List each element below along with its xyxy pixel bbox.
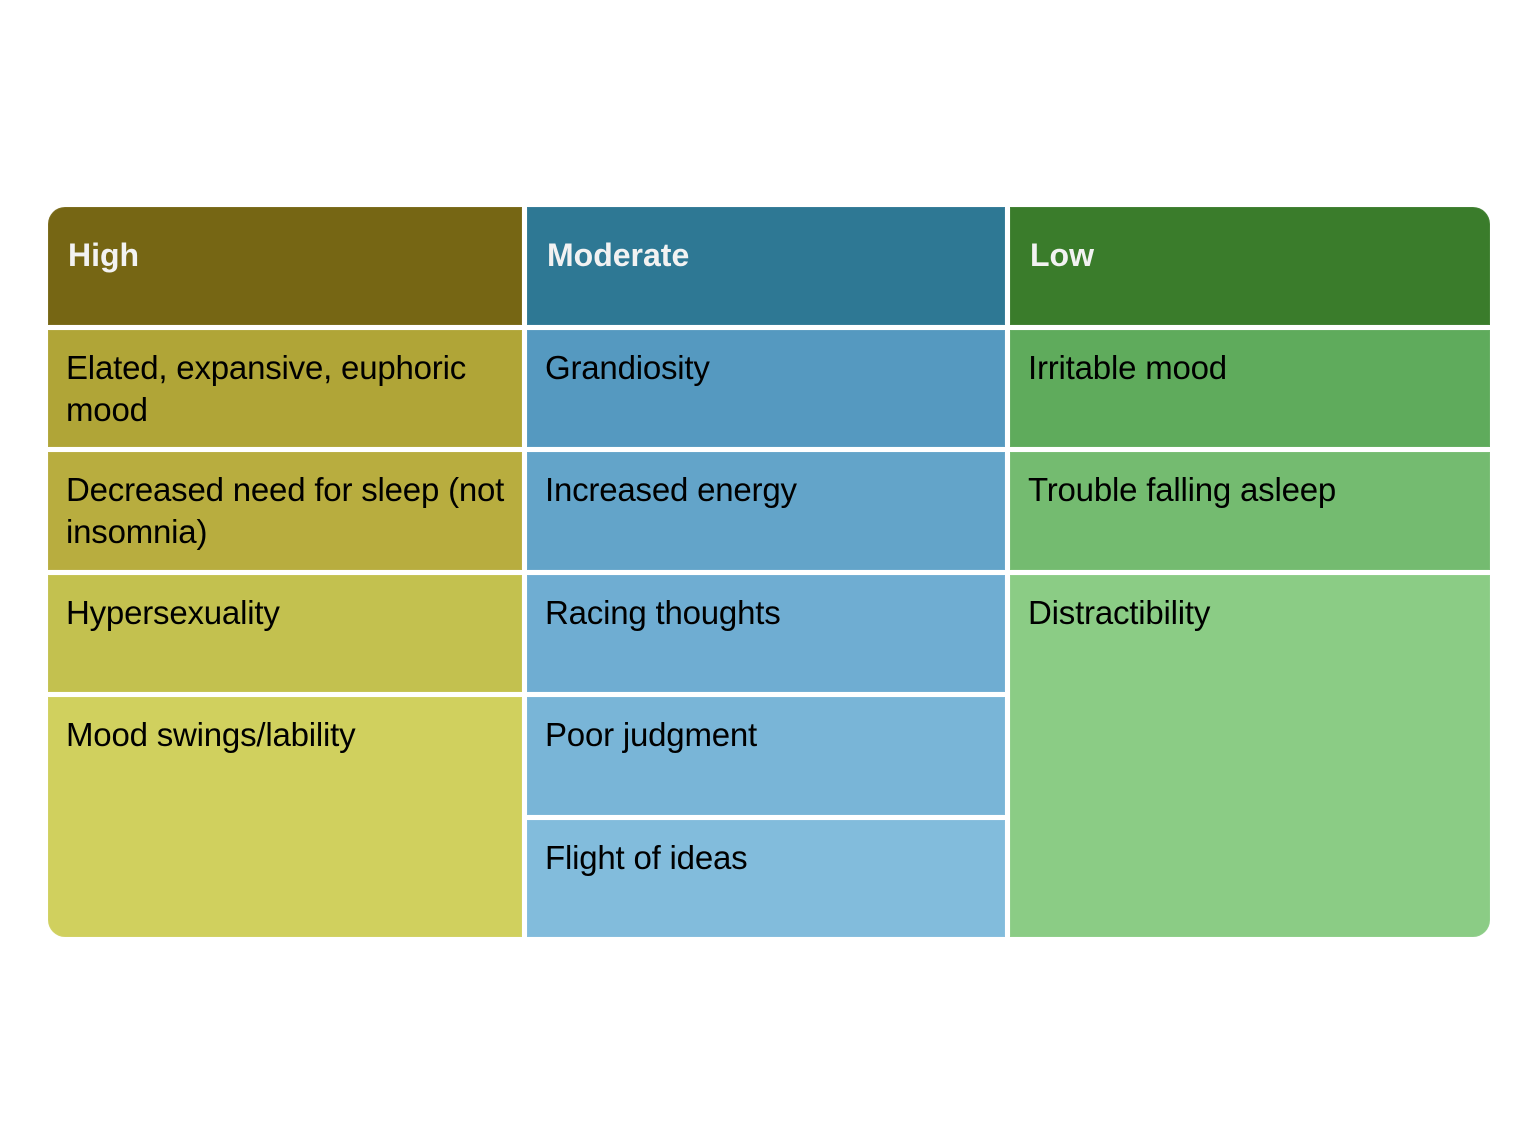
table-cell-moderate-3: Racing thoughts bbox=[527, 574, 1005, 693]
table-cell-high-4: Mood swings/lability bbox=[48, 697, 522, 937]
column-header-high: High bbox=[48, 207, 522, 325]
column-header-moderate: Moderate bbox=[527, 207, 1005, 325]
table-cell-moderate-2: Increased energy bbox=[527, 452, 1005, 570]
table-cell-low-1: Irritable mood bbox=[1010, 330, 1490, 448]
table-cell-low-2: Trouble falling asleep bbox=[1010, 452, 1490, 570]
table-cell-high-2: Decreased need for sleep (not insomnia) bbox=[48, 452, 522, 570]
table-cell-low-3: Distractibility bbox=[1010, 574, 1490, 937]
table-cell-moderate-1: Grandiosity bbox=[527, 330, 1005, 448]
table-cell-moderate-5: Flight of ideas bbox=[527, 819, 1005, 937]
table-cell-moderate-4: Poor judgment bbox=[527, 697, 1005, 815]
table-cell-high-3: Hypersexuality bbox=[48, 574, 522, 693]
table-cell-high-1: Elated, expansive, euphoric mood bbox=[48, 330, 522, 448]
column-header-low: Low bbox=[1010, 207, 1490, 325]
